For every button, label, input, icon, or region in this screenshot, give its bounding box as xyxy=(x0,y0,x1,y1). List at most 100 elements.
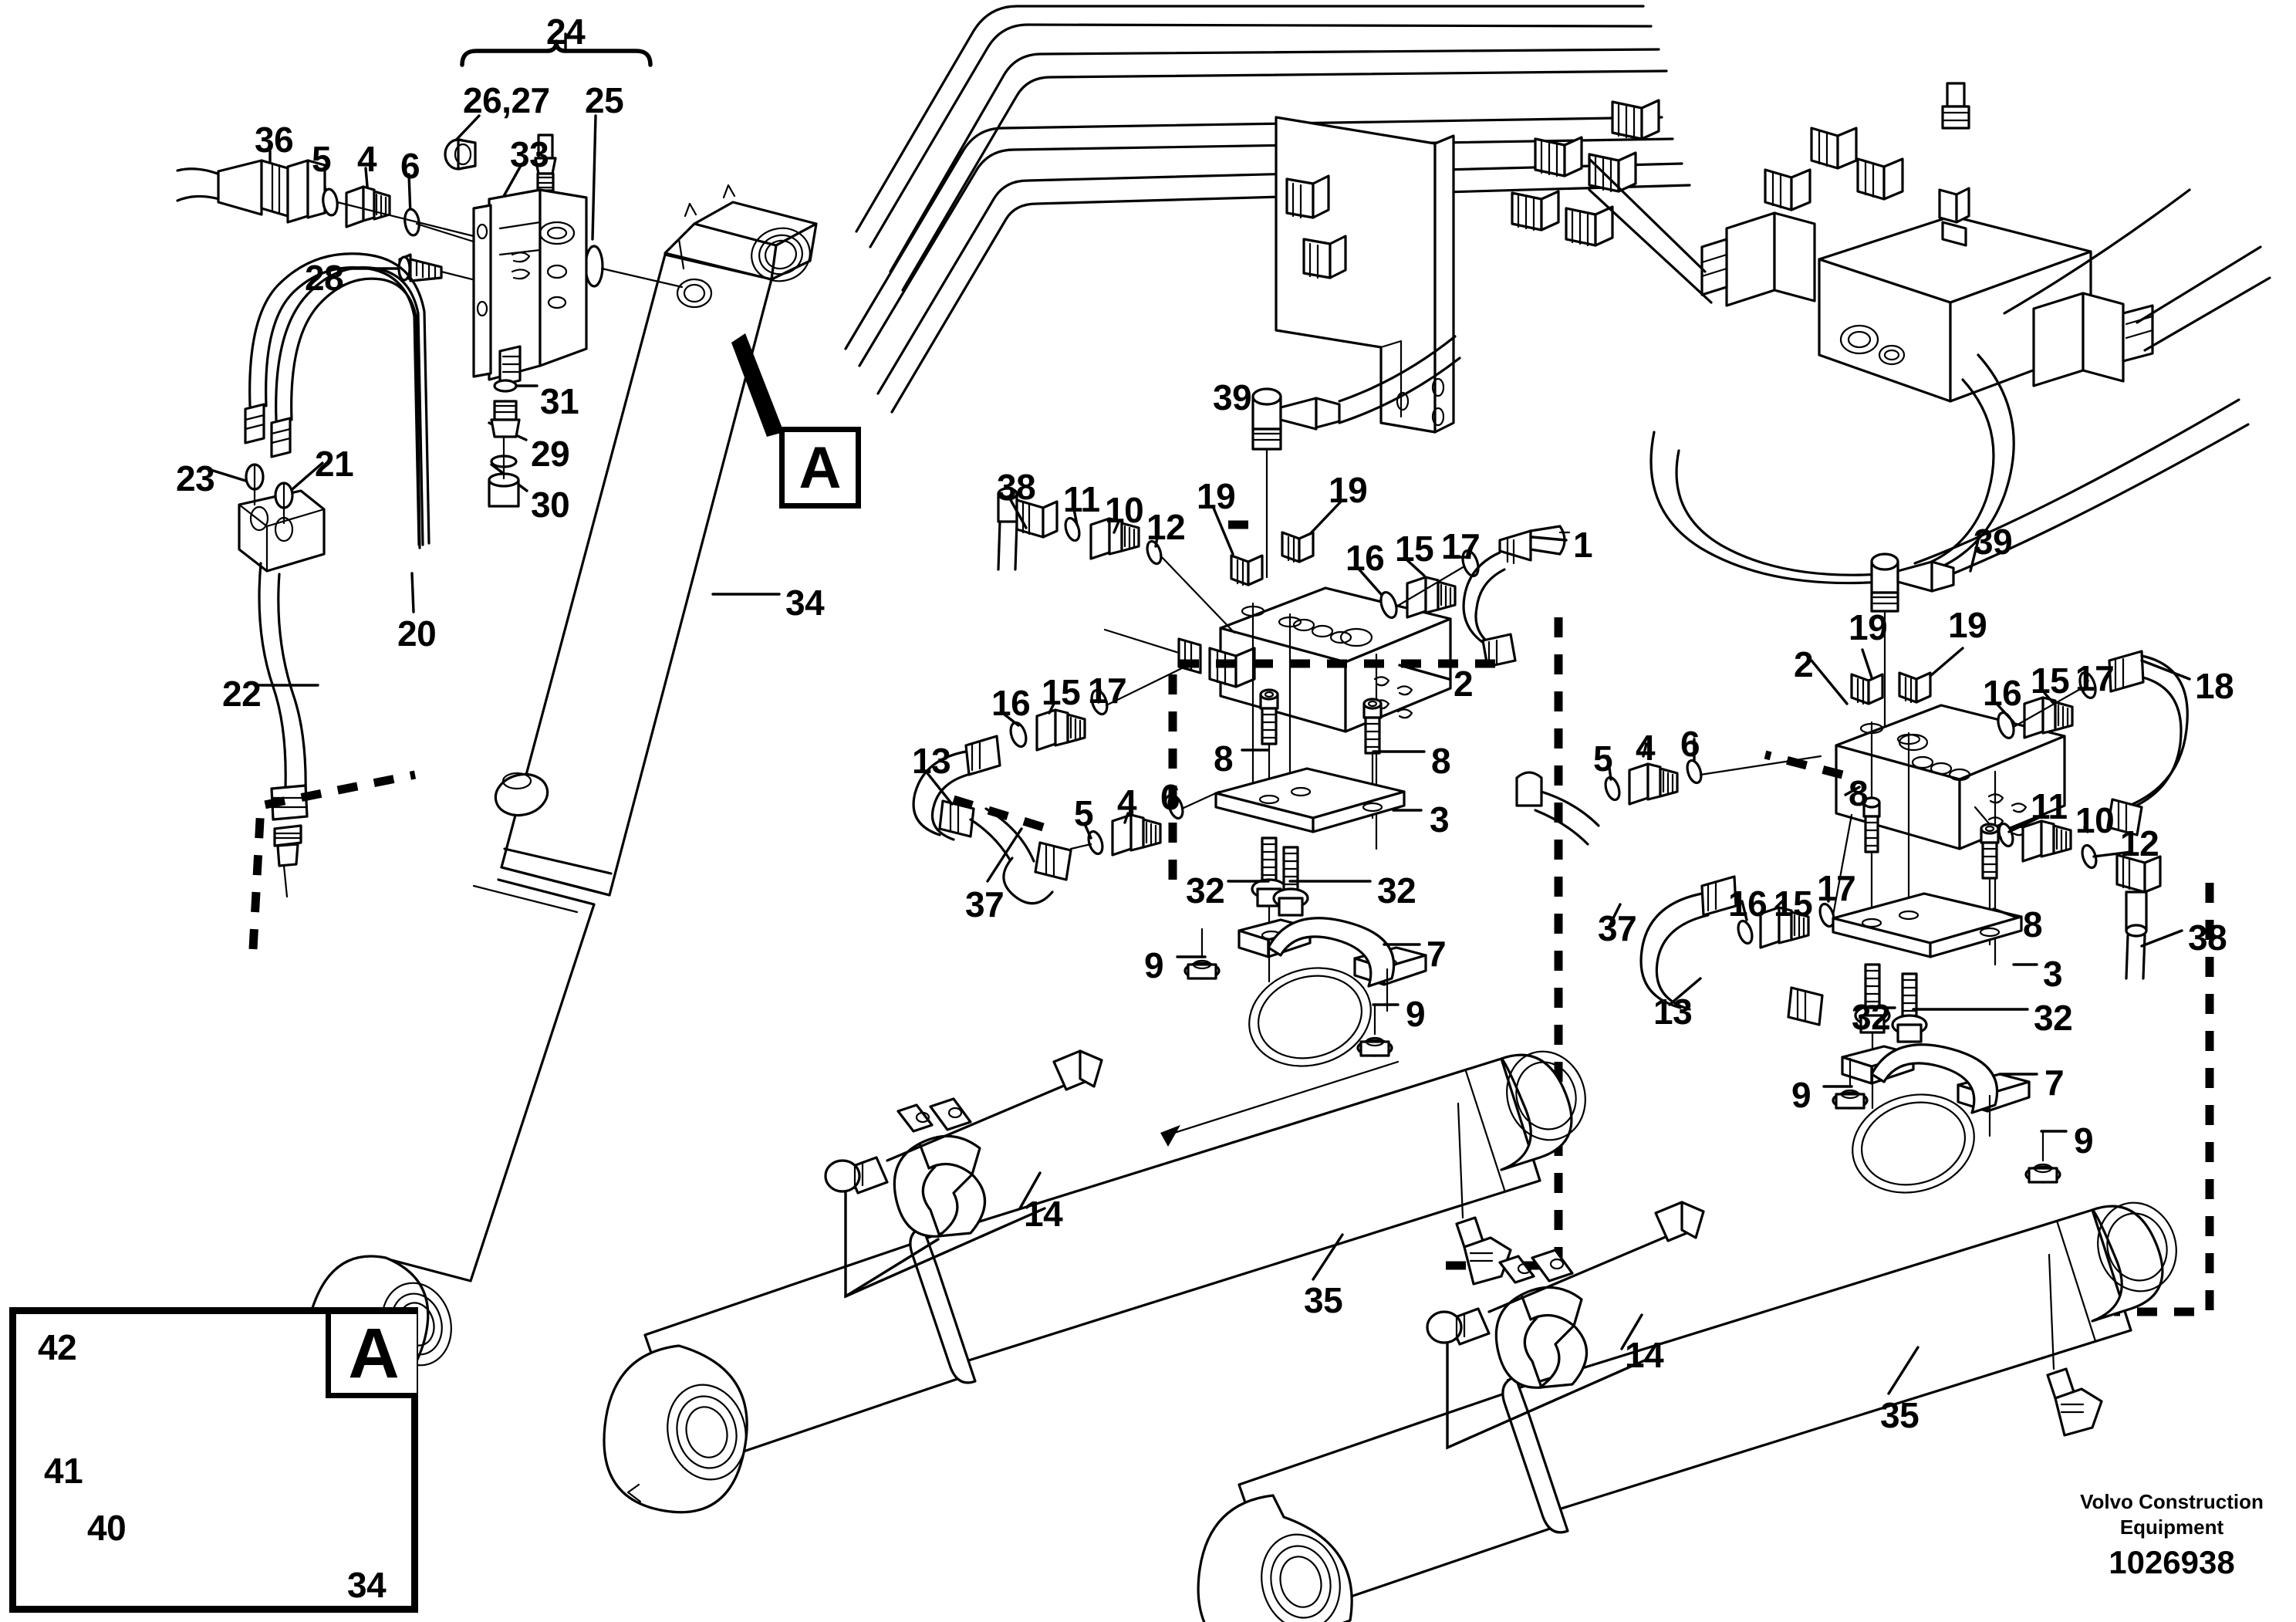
elbow-39-right xyxy=(1870,552,1955,727)
fitting-15b xyxy=(1035,708,1086,752)
part-callout-11: 11 xyxy=(1063,479,1100,519)
cylinder-35-right xyxy=(1197,1201,2177,1622)
valve-stem xyxy=(1938,187,1970,247)
part-callout-8: 8 xyxy=(1431,741,1451,781)
solenoid-left xyxy=(1700,211,1816,307)
part-callout-22: 22 xyxy=(222,674,262,714)
detail-callout-a: A xyxy=(779,427,861,509)
part-callout-17: 17 xyxy=(1441,526,1481,566)
part-callout-41: 41 xyxy=(44,1451,83,1491)
part-callout-20: 20 xyxy=(397,613,437,654)
part-callout-13: 13 xyxy=(912,741,951,781)
part-callout-16: 16 xyxy=(1728,884,1768,924)
valve-block-left xyxy=(472,188,588,387)
detail-callout-a-letter: A xyxy=(799,434,842,501)
leader-35b xyxy=(1887,1346,1920,1395)
part-callout-12: 12 xyxy=(1146,507,1186,547)
hose-37-left xyxy=(969,807,1072,905)
part-callout-15: 15 xyxy=(2031,661,2070,701)
part-callout-34: 34 xyxy=(347,1565,387,1605)
part-callout-29: 29 xyxy=(531,434,570,474)
part-callout-3: 3 xyxy=(2043,954,2063,994)
part-callout-19: 19 xyxy=(1197,476,1236,516)
part-callout-10: 10 xyxy=(1105,490,1144,530)
fitting-4c xyxy=(1628,762,1679,806)
part-callout-9: 9 xyxy=(1144,945,1164,985)
part-callout-9: 9 xyxy=(2074,1120,2094,1161)
hose-39-right xyxy=(1913,398,2250,588)
footer-company-line1: Volvo Construction xyxy=(2080,1490,2264,1513)
part-callout-15: 15 xyxy=(1395,529,1434,569)
nut-19b xyxy=(1281,531,1315,563)
part-callout-23: 23 xyxy=(176,458,215,498)
screw-8b xyxy=(1362,698,1383,819)
clamp-14-right xyxy=(1426,1201,1705,1450)
part-callout-4: 4 xyxy=(1636,728,1656,768)
part-callout-9: 9 xyxy=(1791,1075,1811,1115)
oring-25 xyxy=(584,245,604,288)
elbow-38-right xyxy=(2115,853,2162,980)
nut-9b xyxy=(1356,1005,1393,1057)
nut-19c xyxy=(1850,673,1884,705)
oring-5a xyxy=(322,188,339,217)
oring-16a xyxy=(1379,590,1398,620)
footer-company-line2: Equipment xyxy=(2119,1515,2224,1539)
part-callout-24: 24 xyxy=(546,12,586,52)
oring-6c xyxy=(1686,759,1703,785)
solenoid-right xyxy=(2032,292,2154,387)
part-callout-4: 4 xyxy=(1117,782,1137,823)
part-callout-6: 6 xyxy=(400,146,420,186)
part-callout-7: 7 xyxy=(2044,1063,2065,1103)
part-callout-17: 17 xyxy=(1088,671,1127,711)
part-callout-19: 19 xyxy=(1948,605,1987,645)
clamp-7-left xyxy=(1237,917,1427,1067)
oring-16d xyxy=(1737,919,1754,945)
part-callout-39: 39 xyxy=(1974,522,2013,562)
part-callout-8: 8 xyxy=(2023,904,2043,944)
nut-9d xyxy=(2024,1131,2061,1184)
part-callout-37: 37 xyxy=(965,884,1004,924)
fitting-15c xyxy=(2023,696,2074,739)
leaders-manifold-right xyxy=(1606,532,2191,1133)
part-callout-14: 14 xyxy=(1625,1335,1664,1375)
leader-14a xyxy=(1018,1171,1042,1210)
part-callout-38: 38 xyxy=(2188,917,2227,958)
part-callout-8: 8 xyxy=(1849,773,1869,813)
clamp-7-right xyxy=(1841,1043,2031,1194)
part-callout-42: 42 xyxy=(38,1327,77,1367)
cylinder-34 xyxy=(306,184,818,1399)
part-callout-5: 5 xyxy=(312,139,332,179)
part-callout-32: 32 xyxy=(1852,997,1891,1037)
oring-17c xyxy=(2078,671,2097,700)
part-callout-38: 38 xyxy=(997,467,1036,507)
part-callout-34: 34 xyxy=(785,583,825,623)
part-callout-16: 16 xyxy=(1983,673,2022,713)
hose-20 xyxy=(279,252,430,549)
dashed-guide-r2 xyxy=(1764,750,1844,779)
dashed-guide-r1 xyxy=(2114,883,2214,1316)
part-callout-32: 32 xyxy=(1186,870,1225,911)
part-callout-36: 36 xyxy=(255,120,294,160)
nut-19d xyxy=(1898,671,1932,704)
elbow-38-left xyxy=(997,487,1059,571)
detail-a-inset-frame xyxy=(9,1307,418,1613)
fitting-4b xyxy=(1111,813,1162,857)
dashed-guide-left xyxy=(248,770,417,950)
fitting-stack-31-29-30 xyxy=(488,379,521,508)
detail-a-leader xyxy=(731,333,784,437)
plate-3-left xyxy=(1214,767,1406,833)
plug-26-27 xyxy=(444,138,477,171)
part-callout-31: 31 xyxy=(540,381,579,421)
part-callout-30: 30 xyxy=(531,485,570,525)
part-callout-32: 32 xyxy=(1377,870,1416,911)
part-callout-5: 5 xyxy=(1074,793,1094,833)
part-callout-18: 18 xyxy=(2195,666,2234,706)
part-callout-9: 9 xyxy=(1406,994,1426,1034)
oring-5c xyxy=(1604,776,1621,802)
part-callout-40: 40 xyxy=(87,1508,127,1548)
screw-8c xyxy=(1862,796,1881,853)
drawing-footer: Volvo Construction Equipment 1026938 xyxy=(2075,1489,2268,1581)
manifold-assembly-left xyxy=(912,487,1571,1067)
hose-22 xyxy=(258,562,309,898)
hose-1 xyxy=(1462,525,1571,668)
